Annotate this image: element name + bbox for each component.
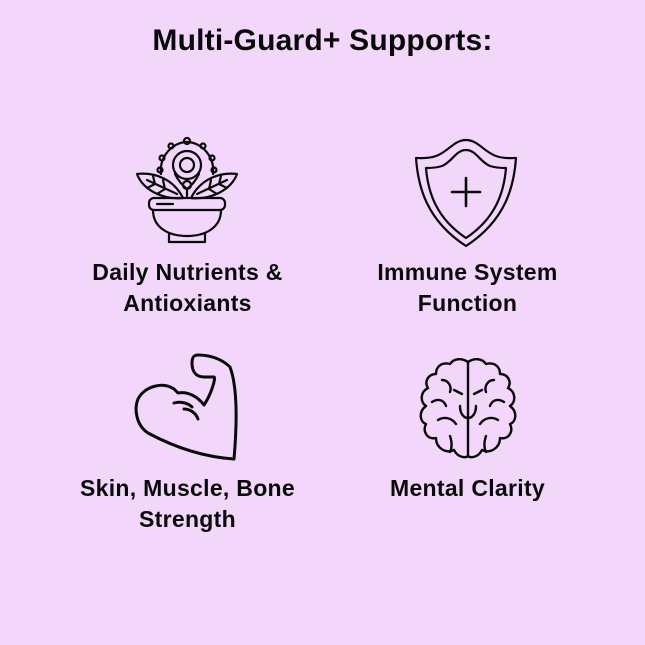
flexed-arm-icon bbox=[134, 353, 240, 463]
plant-bowl-icon bbox=[133, 134, 241, 244]
benefit-label-immune: Immune System Function bbox=[377, 259, 558, 316]
benefit-label-nutrients: Daily Nutrients & Antioxiants bbox=[92, 259, 283, 316]
brain-icon bbox=[416, 356, 520, 460]
shield-plus-icon bbox=[414, 136, 518, 248]
benefit-label-mental: Mental Clarity bbox=[389, 475, 545, 501]
benefit-label-strength: Skin, Muscle, Bone Strength bbox=[79, 475, 295, 532]
page-title: Multi-Guard+ Supports: bbox=[152, 24, 493, 57]
